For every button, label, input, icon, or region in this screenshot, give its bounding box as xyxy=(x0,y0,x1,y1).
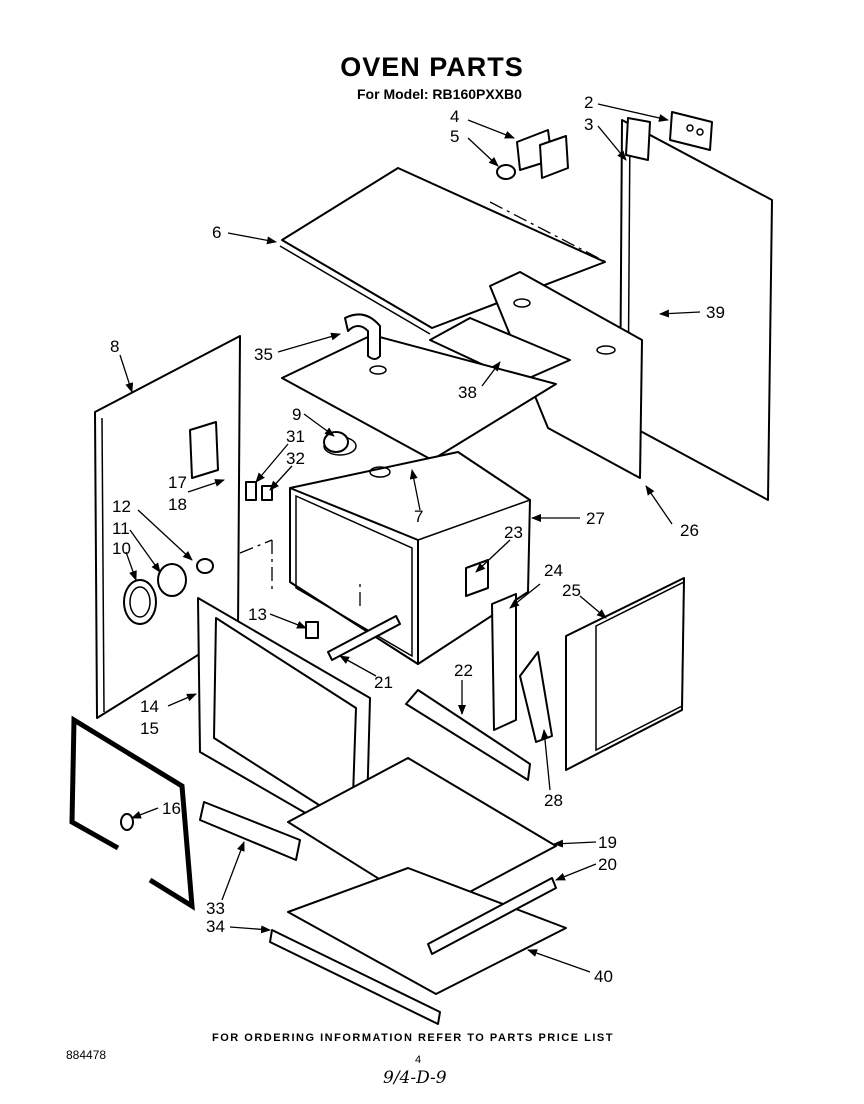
document-number: 884478 xyxy=(66,1048,107,1062)
callout-40: 40 xyxy=(594,967,613,986)
callout-14: 14 xyxy=(140,697,159,716)
callout-26: 26 xyxy=(680,521,699,540)
callout-16: 16 xyxy=(162,799,181,818)
callout-24: 24 xyxy=(544,561,563,580)
door-seal xyxy=(69,715,195,911)
callout-19: 19 xyxy=(598,833,617,852)
callout-17: 17 xyxy=(168,473,187,492)
bottom-trim xyxy=(199,801,301,861)
callout-35: 35 xyxy=(254,345,273,364)
callout-7: 7 xyxy=(414,507,423,526)
callout-11: 11 xyxy=(112,519,130,538)
callout-20: 20 xyxy=(598,855,617,874)
callout-27: 27 xyxy=(586,509,605,528)
callout-4: 4 xyxy=(450,107,459,126)
callout-18: 18 xyxy=(168,495,187,514)
right-side-panel xyxy=(489,271,643,479)
callout-8: 8 xyxy=(110,337,119,356)
callout-22: 22 xyxy=(454,661,473,680)
callout-3: 3 xyxy=(584,115,593,134)
side-door-panel xyxy=(565,577,685,771)
callout-38: 38 xyxy=(458,383,477,402)
vent-grille xyxy=(269,929,441,1025)
callout-34: 34 xyxy=(206,917,225,936)
callout-32: 32 xyxy=(286,449,305,468)
callout-39: 39 xyxy=(706,303,725,322)
top-bracket xyxy=(496,129,569,180)
callout-28: 28 xyxy=(544,791,563,810)
hinge-bracket xyxy=(491,593,517,731)
back-bracket xyxy=(669,111,713,151)
alignment-lines xyxy=(239,201,607,606)
page-title: OVEN PARTS xyxy=(340,52,524,82)
leader-lines xyxy=(119,103,701,973)
rear-panel xyxy=(619,117,773,501)
door-frame xyxy=(197,597,371,849)
callout-labels: 2 3 4 5 6 7 8 9 10 11 12 13 14 15 16 17 … xyxy=(110,93,725,986)
duct-plate xyxy=(281,313,557,461)
rail xyxy=(427,877,557,955)
callout-9: 9 xyxy=(292,405,301,424)
callout-10: 10 xyxy=(112,539,131,558)
callout-21: 21 xyxy=(374,673,393,692)
callout-23: 23 xyxy=(504,523,523,542)
callout-6: 6 xyxy=(212,223,221,242)
callout-12: 12 xyxy=(112,497,131,516)
callout-31: 31 xyxy=(286,427,305,446)
hinge xyxy=(519,651,553,743)
ordering-note: FOR ORDERING INFORMATION REFER TO PARTS … xyxy=(212,1032,614,1044)
page-number: 4 xyxy=(415,1054,422,1066)
model-subtitle: For Model: RB160PXXB0 xyxy=(357,86,522,102)
light-assembly xyxy=(123,558,214,625)
cavity-front-trim xyxy=(295,494,413,658)
support-bar xyxy=(405,689,531,781)
callout-2: 2 xyxy=(584,93,593,112)
handwritten-note: 9/4-D-9 xyxy=(383,1068,447,1088)
callout-33: 33 xyxy=(206,899,225,918)
callout-15: 15 xyxy=(140,719,159,738)
oven-cavity xyxy=(289,436,531,665)
lower-panel xyxy=(287,867,567,995)
callout-25: 25 xyxy=(562,581,581,600)
callout-13: 13 xyxy=(248,605,267,624)
small-parts xyxy=(120,431,489,831)
callout-5: 5 xyxy=(450,127,459,146)
